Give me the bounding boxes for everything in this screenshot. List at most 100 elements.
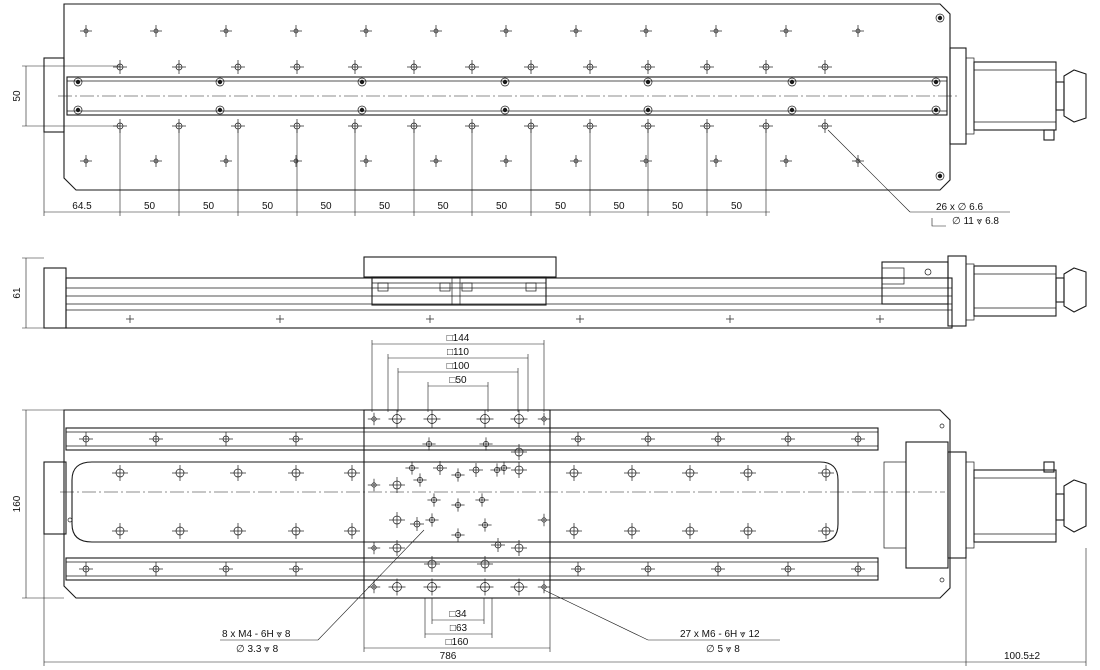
bolt-outer — [357, 77, 367, 87]
rail-bolt-lower — [711, 562, 725, 576]
top-hole-row1 — [780, 25, 792, 37]
top-hole-row2 — [583, 60, 597, 74]
top-hole-row1 — [290, 25, 302, 37]
cover-hole-lower — [818, 523, 834, 539]
top-hole-row2 — [348, 60, 362, 74]
bolt-inner — [359, 107, 365, 113]
top-hole-row2 — [172, 60, 186, 74]
bolt-inner — [645, 107, 651, 113]
carriage-dim-label: □100 — [447, 361, 470, 372]
top-hole-row2 — [700, 60, 714, 74]
top-hole-row1 — [150, 25, 162, 37]
carriage-center-hole — [405, 461, 419, 475]
rail-bolt-lower — [219, 562, 233, 576]
carriage-m6-hole — [388, 578, 406, 596]
bolt-outer — [931, 105, 941, 115]
dim-pitch-label: 50 — [496, 201, 508, 212]
carriage-small-hole — [367, 412, 381, 426]
carriage-m4-hole — [433, 461, 447, 475]
carriage-center-hole — [422, 437, 436, 451]
top-rail-bolt — [787, 105, 797, 115]
top-hole-row2 — [113, 60, 127, 74]
bolt-outer — [931, 77, 941, 87]
dim-first-spacing: 64.5 — [72, 201, 92, 212]
cover-hole-lower — [230, 523, 246, 539]
carriage-center-hole — [451, 498, 465, 512]
bolt-inner — [359, 79, 365, 85]
dim-pitch-label: 50 — [613, 201, 625, 212]
cover-hole-upper — [230, 465, 246, 481]
callout-m6-line1: 27 x M6 - 6H ⩔ 12 — [680, 629, 760, 640]
top-hole-row4 — [360, 155, 372, 167]
top-hole-row2 — [231, 60, 245, 74]
cover-hole-upper — [344, 465, 360, 481]
bolt-outer — [357, 105, 367, 115]
rail-bolt-lower — [289, 562, 303, 576]
rail-bolt-lower — [851, 562, 865, 576]
top-rail-bolt — [787, 77, 797, 87]
top-hole-row4 — [430, 155, 442, 167]
top-hole-row1 — [852, 25, 864, 37]
bolt-outer — [787, 105, 797, 115]
top-hole-row1 — [80, 25, 92, 37]
cover-hole-upper — [566, 465, 582, 481]
corner-hole — [939, 577, 945, 583]
top-height-dim: 50 — [12, 90, 23, 102]
bolt-outer — [73, 105, 83, 115]
carriage-pattern-hole — [424, 556, 440, 572]
carriage-pattern-hole — [511, 462, 527, 478]
side-height-dim: 61 — [12, 287, 23, 299]
cover-hole-lower — [288, 523, 304, 539]
top-hole-row4 — [220, 155, 232, 167]
top-hole-row3 — [348, 119, 362, 133]
carriage-small-hole — [367, 541, 381, 555]
carriage-dim-label: □160 — [446, 637, 469, 648]
carriage-pattern-hole — [511, 540, 527, 556]
side-view: 61 — [12, 255, 1087, 329]
top-hole-row1 — [570, 25, 582, 37]
plan-view: 160 □144□110□100□50 □34□63□160 786 100.5… — [12, 333, 1087, 666]
carriage-center-hole — [451, 468, 465, 482]
bolt-inner — [217, 79, 223, 85]
carriage-pattern-hole — [511, 444, 527, 460]
top-rail-bolt — [500, 105, 510, 115]
bolt-inner — [75, 107, 81, 113]
carriage-center-hole — [478, 518, 492, 532]
rail-bolt-lower — [781, 562, 795, 576]
dim-pitch-label: 50 — [262, 201, 274, 212]
carriage-dim-label: □50 — [449, 375, 467, 386]
carriage-center-hole — [490, 463, 504, 477]
bolt-inner — [217, 107, 223, 113]
carriage-dim-label: □63 — [450, 623, 468, 634]
top-hole-row1 — [710, 25, 722, 37]
cover-hole-upper — [682, 465, 698, 481]
callout-m4-line2: ∅ 3.3 ⩔ 8 — [236, 644, 279, 655]
carriage-m6-hole — [423, 578, 441, 596]
rail-bolt-upper — [711, 432, 725, 446]
corner-hole — [939, 423, 945, 429]
dim-pitch-label: 50 — [203, 201, 215, 212]
cover-hole-upper — [624, 465, 640, 481]
cover-hole-lower — [624, 523, 640, 539]
top-rail-bolt — [357, 105, 367, 115]
callout-m6-line2: ∅ 5 ⩔ 8 — [706, 644, 740, 655]
carriage-small-hole — [367, 580, 381, 594]
cover-hole-lower — [566, 523, 582, 539]
dim-pitch-label: 50 — [379, 201, 391, 212]
top-rail-bolt — [357, 77, 367, 87]
bolt-outer — [935, 171, 945, 181]
top-hole-row4 — [150, 155, 162, 167]
top-hole-row4 — [852, 155, 864, 167]
bolt-inner — [937, 173, 943, 179]
rail-bolt-lower — [571, 562, 585, 576]
carriage-center-hole — [425, 513, 439, 527]
rail-bolt-upper — [781, 432, 795, 446]
top-rail-bolt — [643, 77, 653, 87]
carriage-center-hole — [451, 528, 465, 542]
rail-bolt-lower — [79, 562, 93, 576]
total-length-dim: 786 — [440, 651, 457, 662]
cover-hole-lower — [740, 523, 756, 539]
top-rail-bolt — [73, 105, 83, 115]
dim-pitch-label: 50 — [144, 201, 156, 212]
carriage-pattern-hole — [477, 556, 493, 572]
